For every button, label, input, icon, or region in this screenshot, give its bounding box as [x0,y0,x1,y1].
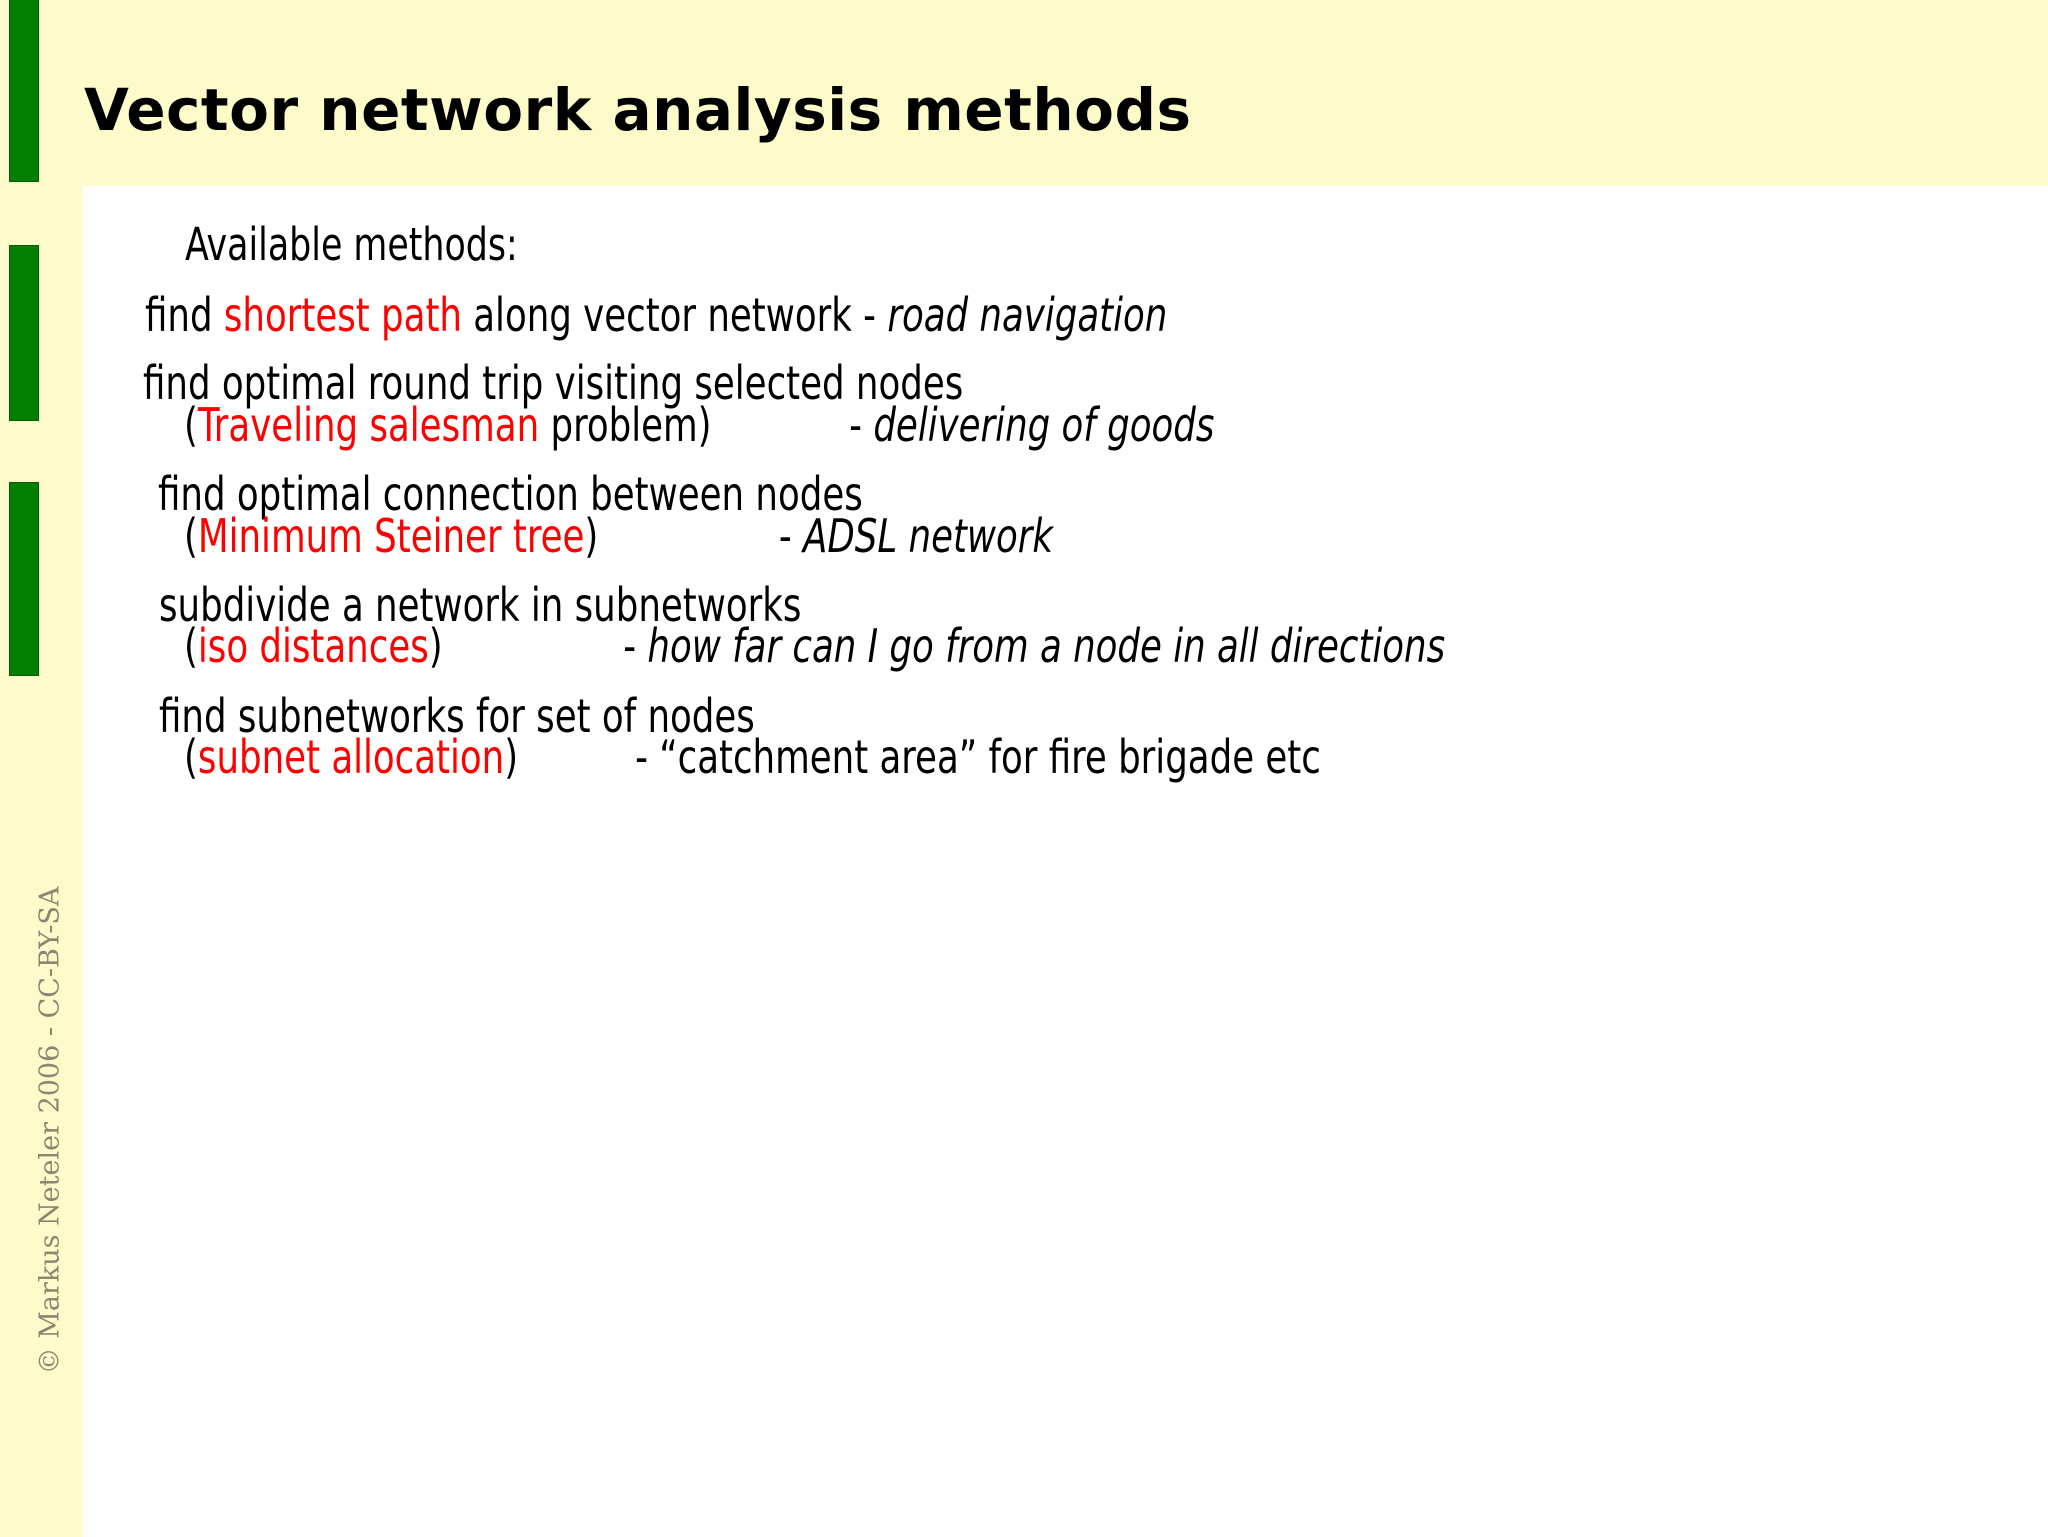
method-text-suffix: along vector network [461,288,864,342]
method-text-suffix: ) [504,730,519,784]
method-shortest-path-line: find shortest path along vector network … [145,292,1167,338]
method-note-road-navigation: road navigation [887,288,1168,342]
method-note-adsl-network: ADSL network [803,509,1054,563]
method-highlight-subnet-allocation: subnet allocation [197,730,505,784]
method-note-dash: - [778,509,804,563]
method-iso-distances-line1: subdivide a network in subnetworks [159,582,801,628]
method-text-suffix: ) [428,619,443,673]
method-text-suffix: problem) [539,398,712,452]
method-iso-distances-line2: (iso distances)- how far can I go from a… [184,623,1445,669]
method-steiner-tree-line2: (Minimum Steiner tree)- ADSL network [184,513,1053,559]
method-note-dash: - [635,730,660,784]
method-highlight-traveling-salesman: Traveling salesman [197,398,540,452]
method-paren-open: ( [184,509,198,563]
method-note-iso-distances: how far can I go from a node in all dire… [647,619,1446,673]
method-text-prefix: find optimal round trip visiting selecte… [143,356,964,410]
method-highlight-minimum-steiner-tree: Minimum Steiner tree [197,509,585,563]
method-note-delivering-of-goods: delivering of goods [873,398,1215,452]
method-paren-open: ( [184,619,198,673]
method-text-prefix: find [145,288,224,342]
method-subnet-allocation-line1: find subnetworks for set of nodes [159,693,755,739]
method-text-prefix: find subnetworks for set of nodes [159,689,755,743]
method-steiner-tree-line1: find optimal connection between nodes [158,471,863,517]
content-pane [83,190,2048,1537]
method-paren-open: ( [184,730,198,784]
method-note-dash: - [849,398,874,452]
page-title: Vector network analysis methods [84,76,1192,144]
copyright-notice: © Markus Neteler 2006 - CC-BY-SA [34,886,66,1375]
method-text-prefix: find optimal connection between nodes [158,467,863,521]
method-note-dash: - [863,288,888,342]
header-band [0,0,2048,186]
method-highlight-shortest-path: shortest path [223,288,462,342]
method-subnet-allocation-line2: (subnet allocation)- “catchment area” fo… [184,734,1321,780]
green-accent-bar-3 [9,482,39,676]
green-accent-bar-2 [9,245,39,421]
method-text-prefix: subdivide a network in subnetworks [159,578,802,632]
green-accent-bar-1 [9,0,39,182]
method-note-dash: - [623,619,648,673]
method-traveling-salesman-line2: (Traveling salesman problem)- delivering… [184,402,1214,448]
available-methods-label: Available methods: [185,218,518,271]
method-text-suffix: ) [584,509,599,563]
method-paren-open: ( [184,398,198,452]
method-note-catchment-area: “catchment area” for fire brigade etc [659,730,1321,784]
method-traveling-salesman-line1: find optimal round trip visiting selecte… [143,360,963,406]
method-highlight-iso-distances: iso distances [197,619,429,673]
